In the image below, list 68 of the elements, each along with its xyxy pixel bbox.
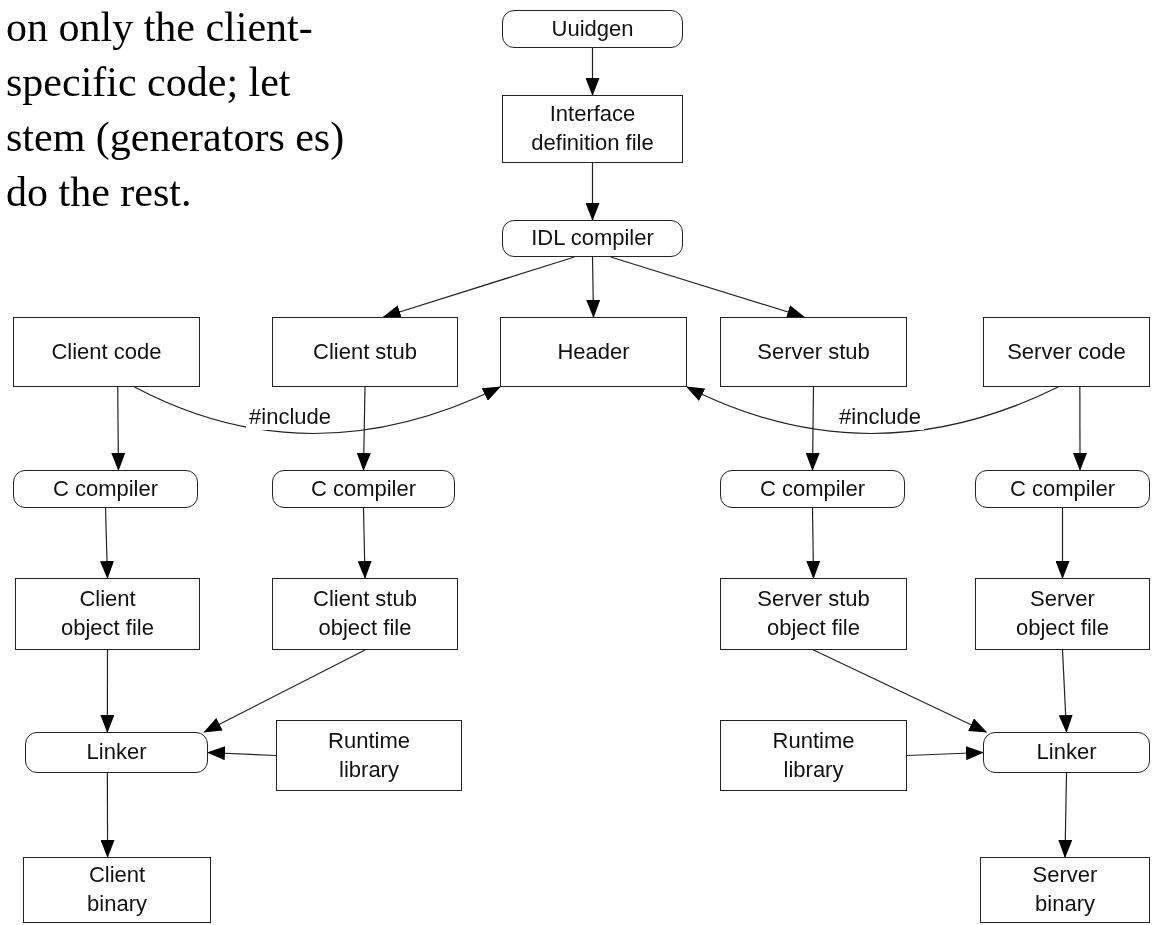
arrow <box>1055 507 1070 579</box>
arrow <box>382 256 575 319</box>
arrow <box>812 649 988 733</box>
file-box <box>980 857 1150 923</box>
node-label: Runtime library <box>327 726 411 784</box>
arrow <box>585 162 600 221</box>
node-label: Server binary <box>1031 861 1099 918</box>
file-box <box>975 578 1150 650</box>
file-box <box>983 317 1150 387</box>
file-box <box>272 317 458 387</box>
process-box <box>720 470 905 508</box>
file-box <box>272 578 458 650</box>
arrow <box>1058 649 1073 733</box>
file-box <box>15 578 200 650</box>
arrow <box>1058 772 1073 858</box>
arrow <box>100 649 115 733</box>
node-label: Header <box>557 337 630 366</box>
node-label: Runtime library <box>771 726 856 784</box>
node-label: Uuidgen <box>551 14 634 43</box>
node-label: Linker <box>1036 738 1097 767</box>
arrow <box>100 772 115 858</box>
process-box <box>975 470 1150 508</box>
arrow <box>207 746 277 761</box>
node-label: Server object file <box>1015 585 1110 642</box>
node-label: Linker <box>86 738 147 767</box>
node-label: Server stub object file <box>756 585 871 642</box>
file-box <box>23 857 211 923</box>
arrow <box>356 386 371 471</box>
arrow <box>586 256 601 318</box>
node-label: Client code <box>51 337 162 366</box>
node-label: IDL compiler <box>531 224 654 253</box>
arrow <box>805 386 820 471</box>
file-box <box>720 317 907 387</box>
arrow <box>610 256 806 319</box>
node-label: C compiler <box>1009 474 1116 503</box>
arrow <box>1072 386 1087 471</box>
arrow <box>906 746 984 761</box>
node-label: Client binary <box>86 861 148 918</box>
process-box <box>502 10 683 48</box>
arrow <box>133 386 501 435</box>
node-label: Client stub <box>313 337 417 366</box>
file-box <box>500 317 687 387</box>
file-box <box>720 578 907 650</box>
process-box <box>272 470 455 508</box>
note-text: on only the client- specific code; let stem (generators es) do the rest. <box>6 3 346 217</box>
node-label: C compiler <box>759 474 866 503</box>
arrow <box>111 386 126 471</box>
node-label: Client object file <box>60 585 155 642</box>
node-label: Client stub object file <box>312 585 418 642</box>
file-box <box>720 720 907 791</box>
arrow <box>100 507 114 579</box>
process-box <box>25 732 208 773</box>
file-box <box>13 317 200 387</box>
arrow <box>806 507 821 579</box>
process-box <box>13 470 198 508</box>
file-box <box>502 95 683 163</box>
node-label: C compiler <box>310 474 417 503</box>
node-label: Server stub <box>757 337 870 366</box>
process-box <box>502 220 683 257</box>
process-box <box>983 732 1150 773</box>
arrow <box>203 649 366 733</box>
arrow <box>686 386 1059 435</box>
node-label: Server code <box>1007 337 1126 366</box>
arrow <box>585 47 600 96</box>
node-label: C compiler <box>52 474 159 503</box>
node-label: Interface definition file <box>530 100 655 157</box>
arrow <box>357 507 372 579</box>
file-box <box>276 720 462 791</box>
